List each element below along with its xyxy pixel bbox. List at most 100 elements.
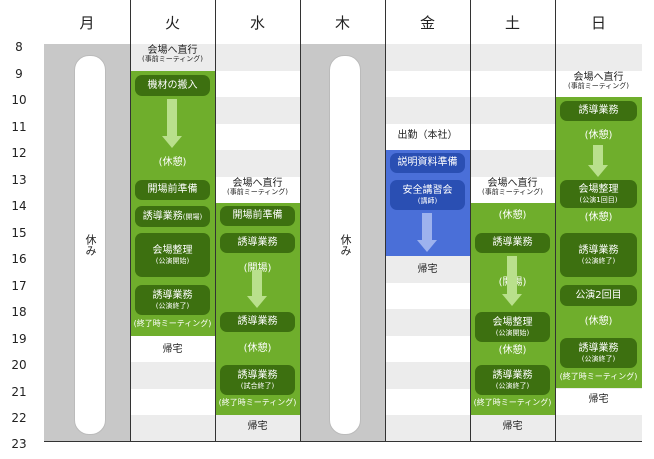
sun-direct-label: 会場へ直行 — [573, 72, 624, 83]
hour-label: 20 — [11, 358, 27, 372]
sat-venue-sub: (公演開始) — [495, 328, 530, 337]
sat-guide2-label: 誘導業務 — [492, 370, 533, 382]
hour-label: 8 — [15, 40, 23, 54]
sun-direct-note: 会場へ直行 (事前ミーティング) — [555, 72, 642, 91]
sat-end-meeting: (終了時ミーティング) — [473, 398, 552, 407]
tue-prep-pill: 開場前準備 — [135, 180, 210, 200]
sun-guide2-sub: (公演終了) — [581, 256, 616, 265]
wed-guide2-label: 誘導業務 — [237, 316, 278, 328]
sun-direct-sub: (事前ミーティング) — [567, 82, 630, 90]
wed-direct-sub: (事前ミーティング) — [226, 188, 289, 196]
mon-off-pill: 休み — [74, 55, 106, 435]
sat-break2: (休憩) — [498, 345, 527, 356]
sun-show2-pill: 公演2回目 — [560, 285, 637, 306]
grid-line — [130, 0, 131, 442]
wed-prep-pill: 開場前準備 — [220, 206, 295, 226]
wed-guide3-sub: (試合終了) — [240, 381, 275, 390]
bottom-line — [44, 441, 642, 442]
wed-prep-label: 開場前準備 — [232, 210, 283, 222]
sun-guide2-label: 誘導業務 — [578, 245, 619, 257]
hour-label: 14 — [11, 199, 27, 213]
tue-home: 帰宅 — [162, 344, 183, 355]
sat-guide2-pill: 誘導業務 (公演終了) — [475, 365, 550, 395]
wed-end-meeting: (終了時ミーティング) — [218, 398, 297, 407]
tue-venue-label: 会場整理 — [152, 245, 193, 257]
tue-direct-sub: (事前ミーティング) — [141, 55, 204, 63]
tue-arrow-shaft — [167, 99, 177, 136]
tue-arrow-down-icon — [162, 136, 182, 148]
tue-direct-label: 会場へ直行 — [147, 45, 198, 56]
grid-line — [555, 0, 556, 442]
wed-guide1-pill: 誘導業務 — [220, 233, 295, 253]
sun-end-meeting: (終了時ミーティング) — [559, 372, 638, 381]
day-header-sat: 土 — [504, 13, 520, 32]
fri-office: 出勤（本社） — [397, 130, 458, 141]
hour-label: 19 — [11, 331, 27, 346]
wed-guide3-pill: 誘導業務 (試合終了) — [220, 365, 295, 395]
day-header-thu: 木 — [334, 13, 350, 32]
sat-venue-pill: 会場整理 (公演開始) — [475, 312, 550, 342]
fri-home: 帰宅 — [417, 264, 438, 275]
sun-venue-sub: (公演1回目) — [579, 195, 618, 204]
hour-label: 23 — [11, 437, 27, 451]
tue-guide2-pill: 誘導業務 (公演終了) — [135, 285, 210, 315]
sun-guide1-pill: 誘導業務 — [560, 101, 637, 121]
grid-line — [300, 0, 301, 442]
fri-doc-label: 説明資料準備 — [397, 157, 458, 169]
grid-line — [215, 0, 216, 442]
sun-venue-pill: 会場整理 (公演1回目) — [560, 180, 637, 208]
wed-guide3-label: 誘導業務 — [237, 370, 278, 382]
wed-guide2-pill: 誘導業務 — [220, 312, 295, 332]
day-header-tue: 火 — [164, 13, 180, 32]
wed-arrow-down-icon — [247, 296, 267, 308]
sun-venue-label: 会場整理 — [578, 184, 619, 196]
hour-label: 10 — [11, 93, 27, 107]
hour-label: 22 — [11, 411, 27, 425]
tue-prep-label: 開場前準備 — [147, 184, 198, 196]
wed-open: (開場) — [243, 263, 272, 274]
sun-break1: (休憩) — [584, 130, 613, 141]
thu-off-pill: 休み — [329, 55, 361, 435]
hour-label: 15 — [11, 225, 27, 240]
day-header-wed: 水 — [249, 13, 265, 32]
fri-arrow-shaft — [422, 213, 432, 240]
hour-label: 17 — [11, 278, 27, 293]
hour-label: 16 — [11, 252, 27, 266]
sun-break2: (休憩) — [584, 212, 613, 223]
hour-label: 12 — [11, 146, 27, 160]
fri-lecture-pill: 安全講習会 (講師) — [390, 180, 465, 210]
sat-guide1-pill: 誘導業務 — [475, 233, 550, 253]
tue-venue-pill: 会場整理 (公演開始) — [135, 233, 210, 277]
tue-end-meeting: (終了時ミーティング) — [133, 319, 212, 328]
tue-guide1-sub: (開場) — [182, 212, 203, 221]
fri-arrow-down-icon — [417, 240, 437, 252]
tue-guide1-pill: 誘導業務(開場) — [135, 206, 210, 227]
sat-arrow-shaft — [507, 256, 517, 294]
hour-label: 21 — [11, 384, 27, 399]
sat-direct-label: 会場へ直行 — [487, 178, 538, 189]
wed-direct-label: 会場へ直行 — [232, 178, 283, 189]
sun-guide3-pill: 誘導業務 (公演終了) — [560, 338, 637, 368]
tue-break: (休憩) — [158, 157, 187, 168]
sat-guide1-label: 誘導業務 — [492, 237, 533, 249]
sun-show2-label: 公演2回目 — [575, 289, 622, 301]
day-header-mon: 月 — [79, 13, 95, 32]
sun-arrow-shaft — [593, 145, 603, 165]
thu-off-label: 休み — [339, 234, 352, 256]
sat-venue-label: 会場整理 — [492, 317, 533, 329]
hour-label: 18 — [11, 305, 27, 319]
hour-label: 13 — [11, 172, 27, 187]
hour-label: 11 — [11, 119, 27, 134]
tue-direct-note: 会場へ直行 (事前ミーティング) — [130, 45, 215, 64]
wed-arrow-shaft — [252, 270, 262, 296]
sun-guide3-sub: (公演終了) — [581, 354, 616, 363]
sat-home: 帰宅 — [502, 421, 523, 432]
sun-guide1-label: 誘導業務 — [578, 105, 619, 117]
sat-break1: (休憩) — [498, 210, 527, 221]
grid-line — [385, 0, 386, 442]
wed-guide1-label: 誘導業務 — [237, 237, 278, 249]
sun-break3: (休憩) — [584, 316, 613, 327]
day-header-fri: 金 — [419, 13, 435, 32]
fri-doc-pill: 説明資料準備 — [390, 153, 465, 173]
